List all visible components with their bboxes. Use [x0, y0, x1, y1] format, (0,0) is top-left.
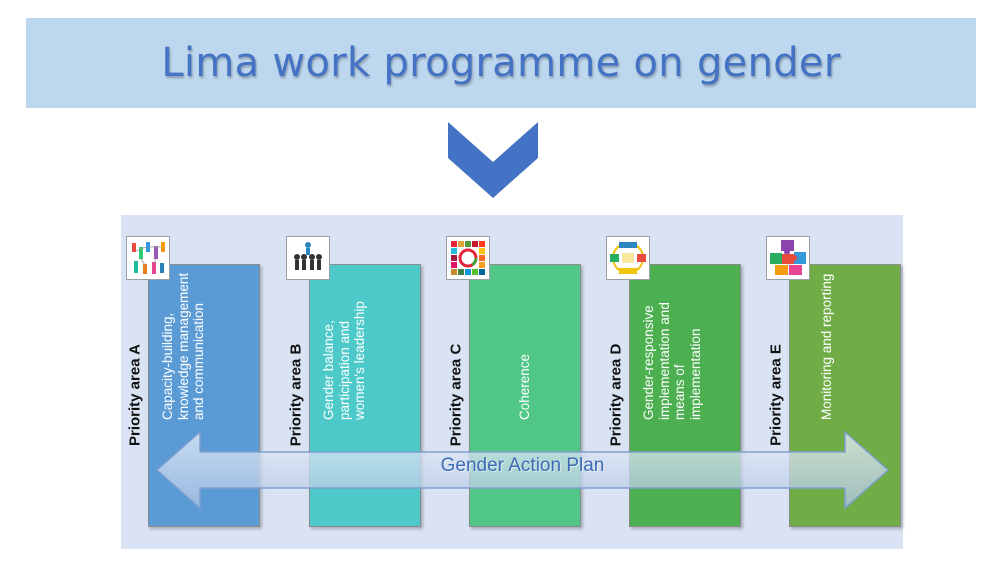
gender-action-plan-label: Gender Action Plan — [440, 455, 605, 476]
page-title: Lima work programme on gender — [161, 40, 841, 86]
priority-area-a-text: Capacity-building, knowledge management … — [160, 272, 206, 420]
people-network-icon — [126, 236, 170, 280]
priority-area-b-text: Gender balance, participation and women'… — [321, 301, 367, 420]
process-cycle-icon — [606, 236, 650, 280]
puzzle-pieces-icon — [766, 236, 810, 280]
gender-action-plan-arrow — [155, 430, 890, 510]
priority-area-c-text: Coherence — [517, 353, 532, 420]
priority-area-a-label: Priority area A — [126, 344, 144, 446]
priority-area-e-text: Monitoring and reporting — [819, 273, 834, 420]
chevron-down-icon — [448, 122, 538, 198]
group-leadership-icon — [286, 236, 330, 280]
sdg-wheel-icon — [446, 236, 490, 280]
priority-area-d-text: Gender-responsive implementation and mea… — [641, 302, 703, 420]
title-banner: Lima work programme on gender — [26, 18, 976, 108]
